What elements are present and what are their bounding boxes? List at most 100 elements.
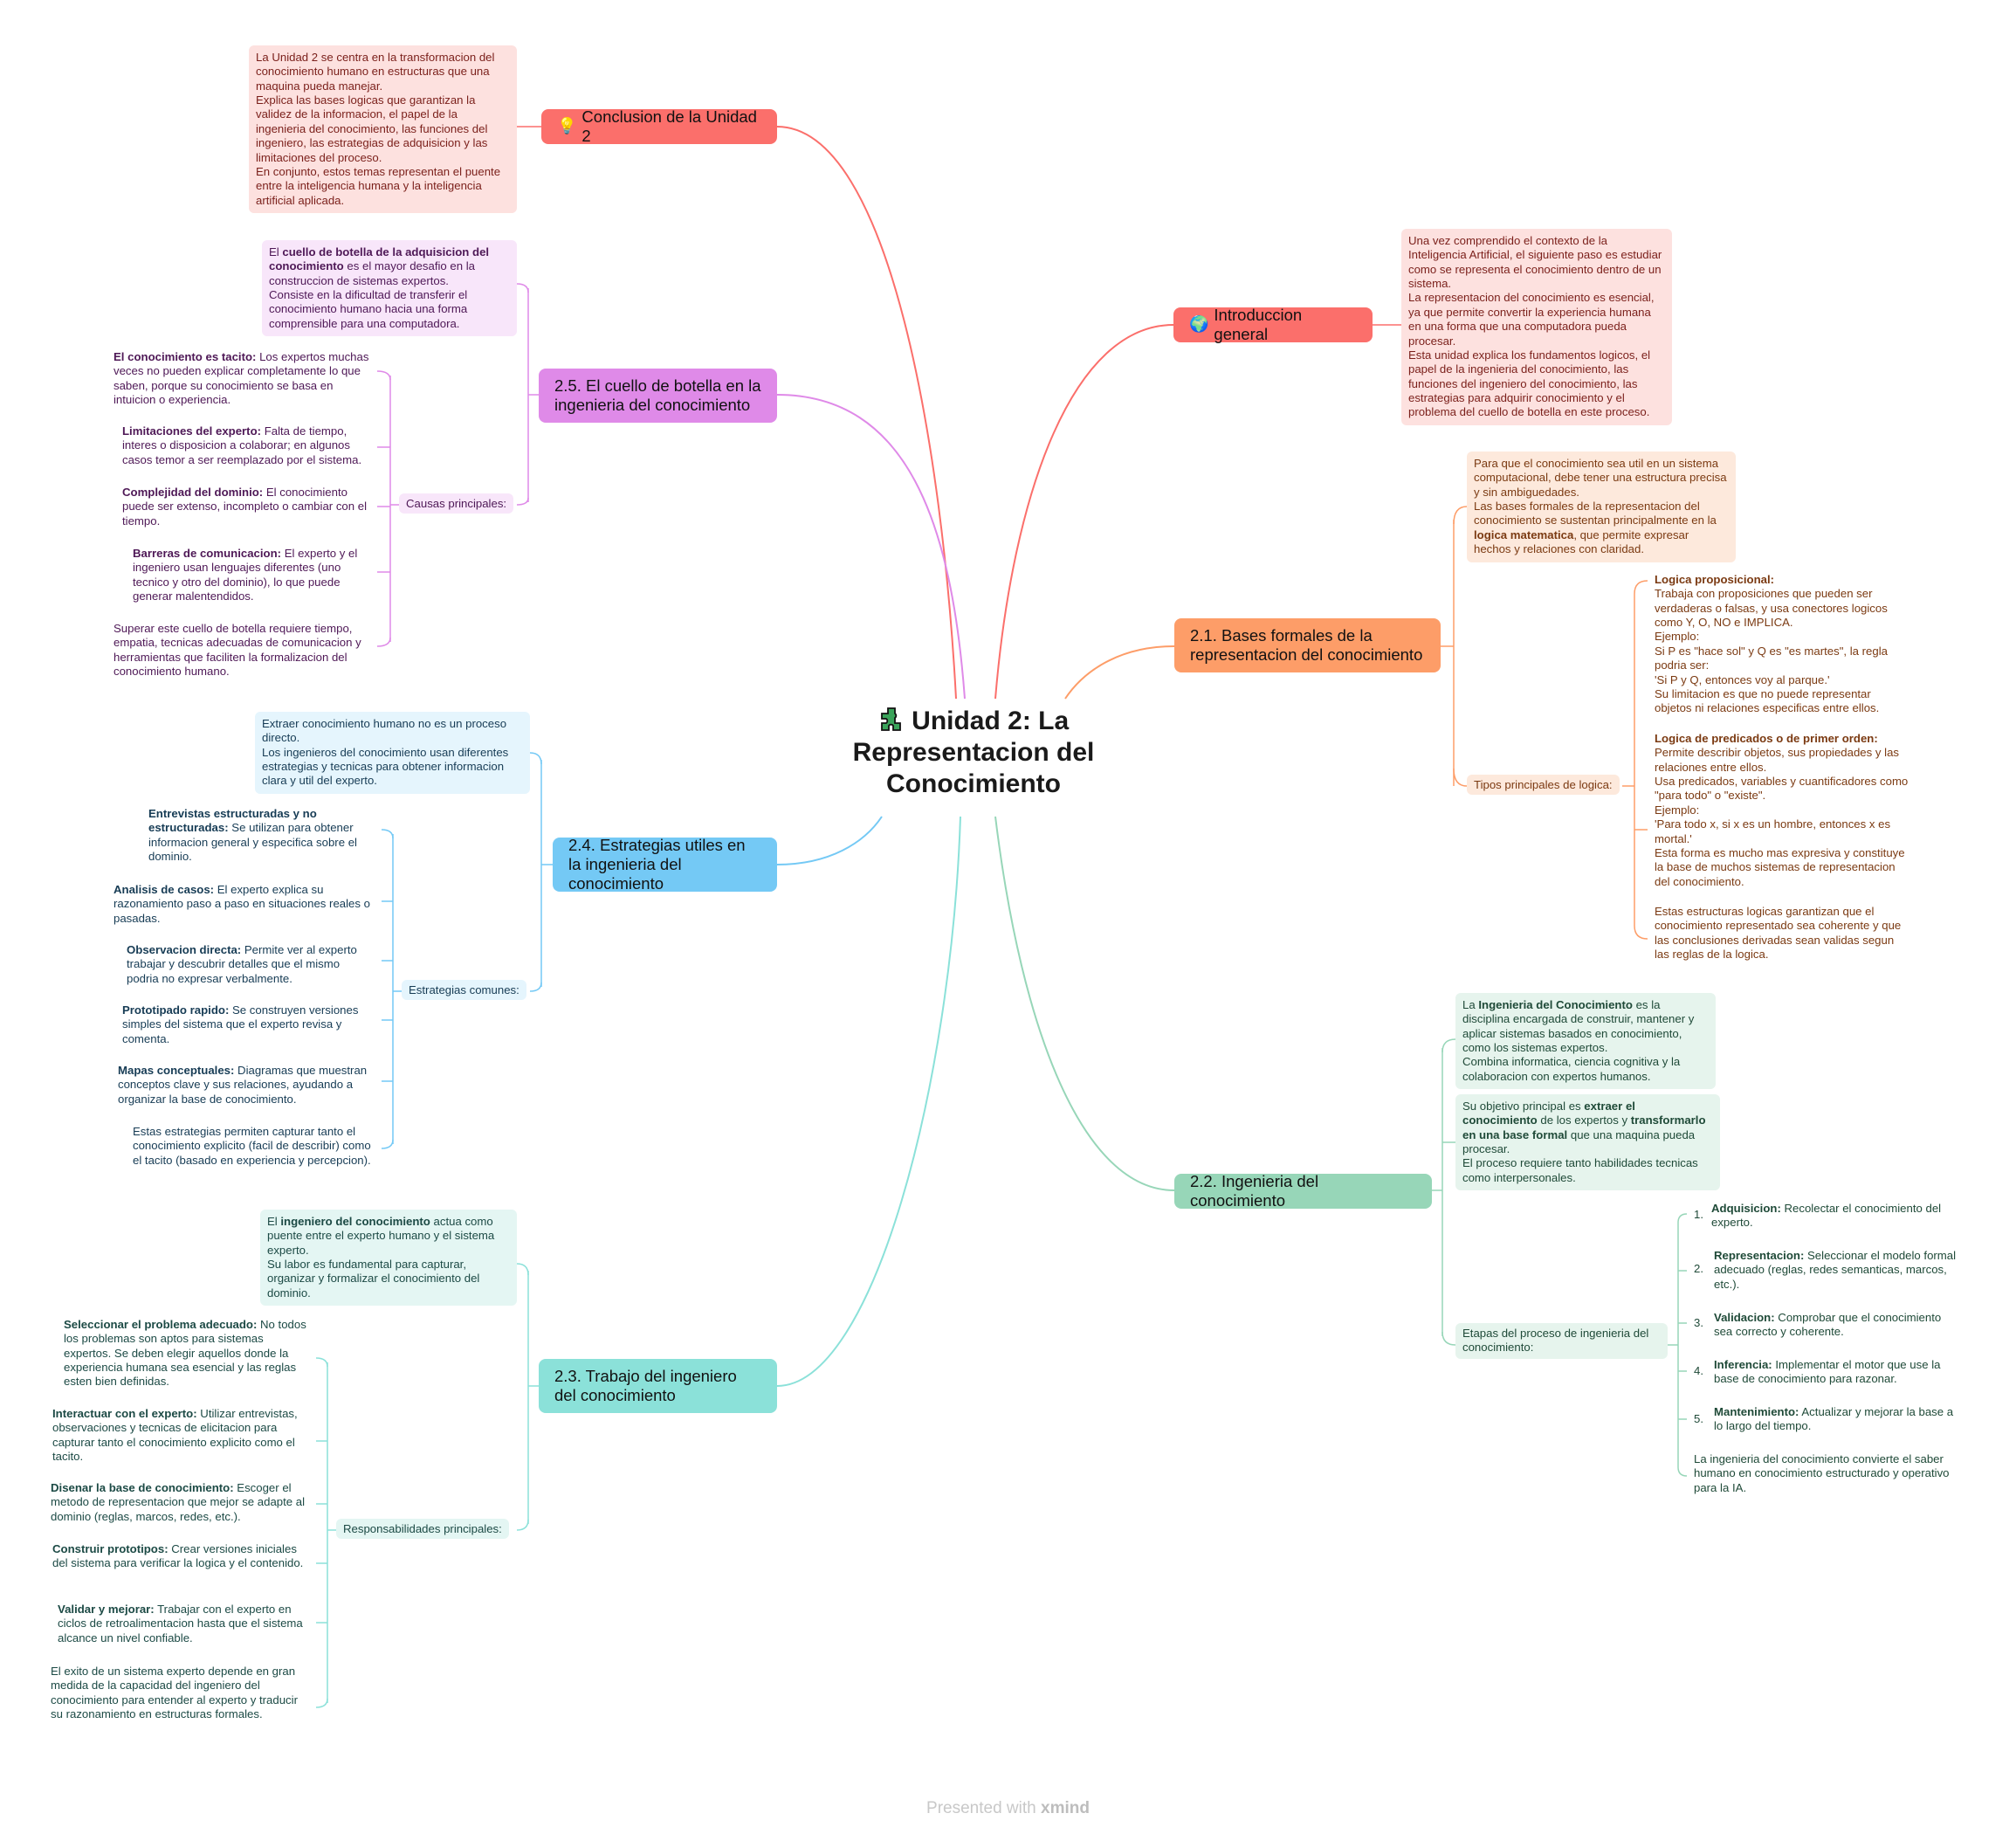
estrategia-title: Entrevistas estructuradas y no estructur… xyxy=(148,807,317,835)
causa-complejidad: Complejidad del dominio: El conocimiento… xyxy=(115,480,377,534)
responsabilidad-title: Seleccionar el problema adecuado: xyxy=(64,1318,258,1331)
responsabilidad-text: Crear versiones iniciales del sistema pa… xyxy=(52,1542,304,1570)
trabajo-note: El ingeniero del conocimiento actua como… xyxy=(260,1210,517,1307)
cuello-note-b: es el mayor desafio en la construccion d… xyxy=(269,259,476,330)
bases-intro-bold: logica matematica xyxy=(1474,527,1574,541)
ingenieria-note-2-b: de los expertos y xyxy=(1537,1114,1631,1127)
estrategia-text: El experto explica su razonamiento paso … xyxy=(114,883,370,925)
ingenieria-note-2-bold-1: extraer el conocimiento xyxy=(1462,1100,1635,1127)
ingenieria-note-2: Su objetivo principal es extraer el cono… xyxy=(1455,1094,1720,1191)
topic-estrategias[interactable]: 2.4. Estrategias utiles en la ingenieria… xyxy=(553,836,777,893)
globe-icon: 🌍 xyxy=(1189,315,1209,334)
step-text: Seleccionar el modelo formal adecuado (r… xyxy=(1714,1249,1957,1291)
topic-introduccion[interactable]: 🌍 Introduccion general xyxy=(1173,306,1373,343)
topic-cuello-label: 2.5. El cuello de botella en la ingenier… xyxy=(554,376,761,414)
logica-predicados: Logica de predicados o de primer orden: … xyxy=(1648,727,1918,894)
responsabilidad-title: Construir prototipos: xyxy=(52,1542,169,1555)
estrategia-mapas: Mapas conceptuales: Diagramas que muestr… xyxy=(111,1058,382,1112)
trabajo-note-b: actua como puente entre el experto human… xyxy=(267,1215,495,1300)
lightbulb-icon: 💡 xyxy=(557,117,577,135)
footer-prefix: Presented with xyxy=(926,1799,1041,1817)
conclusion-note: La Unidad 2 se centra en la transformaci… xyxy=(249,45,517,213)
step-text: Recolectar el conocimiento del experto. xyxy=(1711,1202,1942,1230)
bases-intro-text-a: Para que el conocimiento sea util en un … xyxy=(1474,457,1727,527)
trabajo-note-a: El xyxy=(267,1215,281,1228)
cuello-note-bold: cuello de botella de la adquisicion del … xyxy=(269,245,490,273)
puzzle-icon xyxy=(878,707,905,733)
estrategia-prototipado: Prototipado rapido: Se construyen versio… xyxy=(115,998,382,1051)
step-title: Adquisicion: xyxy=(1711,1202,1781,1215)
causa-title: Limitaciones del experto: xyxy=(122,424,262,438)
step-adquisicion: Adquisicion: Recolectar el conocimiento … xyxy=(1704,1196,1966,1236)
step-title: Validacion: xyxy=(1714,1311,1775,1324)
estrategia-text: Diagramas que muestran conceptos clave y… xyxy=(118,1064,368,1106)
ingenieria-note-1-bold: Ingenieria del Conocimiento xyxy=(1478,998,1633,1011)
ingenieria-note-1: La Ingenieria del Conocimiento es la dis… xyxy=(1455,993,1716,1090)
estrategias-summary: Estas estrategias permiten capturar tant… xyxy=(133,1125,371,1167)
estrategia-title: Observacion directa: xyxy=(127,943,242,956)
step-number: 3. xyxy=(1694,1316,1703,1329)
causa-title: Complejidad del dominio: xyxy=(122,486,264,499)
responsabilidad-prototipos: Construir prototipos: Crear versiones in… xyxy=(45,1537,316,1576)
estrategias-note: Extraer conocimiento humano no es un pro… xyxy=(255,712,530,794)
topic-bases-label: 2.1. Bases formales de la representacion… xyxy=(1190,626,1423,664)
logica-proposicional: Logica proposicional: Trabaja con propos… xyxy=(1648,568,1909,721)
causa-tacito: El conocimiento es tacito: Los expertos … xyxy=(107,345,377,412)
causa-text: El conocimiento puede ser extenso, incom… xyxy=(122,486,368,527)
footer-branding: Presented with xmind xyxy=(0,1799,2016,1818)
responsabilidad-text: Trabajar con el experto en ciclos de ret… xyxy=(58,1603,303,1644)
causa-text: Los expertos muchas veces no pueden expl… xyxy=(114,350,369,407)
estrategia-analisis-casos: Analisis de casos: El experto explica su… xyxy=(107,878,382,931)
topic-trabajo-ingeniero[interactable]: 2.3. Trabajo del ingeniero del conocimie… xyxy=(539,1359,777,1413)
estrategia-title: Prototipado rapido: xyxy=(122,1003,230,1017)
step-validacion: Validacion: Comprobar que el conocimient… xyxy=(1707,1306,1969,1345)
estrategia-text: Se construyen versiones simples del sist… xyxy=(122,1003,359,1045)
logica-predicados-title: Logica de predicados o de primer orden: xyxy=(1655,732,1878,745)
step-number: 1. xyxy=(1694,1208,1703,1221)
bases-intro-note: Para que el conocimiento sea util en un … xyxy=(1467,452,1736,562)
step-title: Representacion: xyxy=(1714,1249,1805,1262)
responsabilidad-title: Validar y mejorar: xyxy=(58,1603,155,1616)
topic-conclusion[interactable]: 💡 Conclusion de la Unidad 2 xyxy=(541,107,777,145)
estrategias-tag-comunes[interactable]: Estrategias comunes: xyxy=(402,980,526,1000)
estrategia-text: Se utilizan para obtener informacion gen… xyxy=(148,821,357,864)
responsabilidad-seleccionar: Seleccionar el problema adecuado: No tod… xyxy=(57,1313,316,1395)
topic-cuello-botella[interactable]: 2.5. El cuello de botella en la ingenier… xyxy=(539,369,777,423)
responsabilidad-title: Interactuar con el experto: xyxy=(52,1407,197,1420)
cuello-note: El cuello de botella de la adquisicion d… xyxy=(262,240,517,337)
bases-tag-tipos[interactable]: Tipos principales de logica: xyxy=(1467,775,1620,795)
footer-brand: xmind xyxy=(1041,1799,1090,1817)
step-number: 5. xyxy=(1694,1412,1703,1425)
topic-trabajo-label: 2.3. Trabajo del ingeniero del conocimie… xyxy=(554,1367,737,1404)
step-title: Inferencia: xyxy=(1714,1358,1772,1371)
trabajo-tag-responsabilidades[interactable]: Responsabilidades principales: xyxy=(336,1519,509,1539)
causa-barreras: Barreras de comunicacion: El experto y e… xyxy=(126,541,377,609)
step-text: Implementar el motor que use la base de … xyxy=(1714,1358,1941,1386)
causa-text: Falta de tiempo, interes o disposicion a… xyxy=(122,424,362,466)
estrategia-observacion: Observacion directa: Permite ver al expe… xyxy=(120,938,382,991)
step-title: Mantenimiento: xyxy=(1714,1405,1799,1418)
cuello-tag-causas[interactable]: Causas principales: xyxy=(399,493,514,514)
responsabilidad-disenar: Disenar la base de conocimiento: Escoger… xyxy=(44,1476,316,1529)
responsabilidad-title: Disenar la base de conocimiento: xyxy=(51,1481,234,1494)
ingenieria-tag-etapas[interactable]: Etapas del proceso de ingenieria del con… xyxy=(1455,1323,1668,1359)
topic-conclusion-label: Conclusion de la Unidad 2 xyxy=(581,107,757,145)
step-text: Actualizar y mejorar la base a lo largo … xyxy=(1714,1405,1954,1433)
central-topic[interactable]: Unidad 2: La Representacion del Conocimi… xyxy=(821,706,1126,800)
ingenieria-note-1-a: La xyxy=(1462,998,1479,1011)
responsabilidad-text: Utilizar entrevistas, observaciones y te… xyxy=(52,1407,298,1464)
step-text: Comprobar que el conocimiento sea correc… xyxy=(1714,1311,1942,1339)
topic-bases-formales[interactable]: 2.1. Bases formales de la representacion… xyxy=(1174,618,1441,672)
responsabilidad-validar: Validar y mejorar: Trabajar con el exper… xyxy=(51,1597,316,1651)
logica-proposicional-text: Trabaja con proposiciones que pueden ser… xyxy=(1655,587,1888,715)
causa-title: El conocimiento es tacito: xyxy=(114,350,257,363)
central-topic-title: Unidad 2: La Representacion del Conocimi… xyxy=(852,707,1095,798)
topic-ingenieria[interactable]: 2.2. Ingenieria del conocimiento xyxy=(1174,1172,1432,1210)
causa-text: El experto y el ingeniero usan lenguajes… xyxy=(133,547,358,603)
topic-ingenieria-label: 2.2. Ingenieria del conocimiento xyxy=(1190,1172,1319,1210)
estrategia-title: Analisis de casos: xyxy=(114,883,215,896)
ingenieria-note-1-b: es la disciplina encargada de construir,… xyxy=(1462,998,1695,1083)
intro-note: Una vez comprendido el contexto de la In… xyxy=(1401,229,1672,425)
ingenieria-note-2-a: Su objetivo principal es xyxy=(1462,1100,1585,1113)
cuello-summary: Superar este cuello de botella requiere … xyxy=(114,622,361,679)
